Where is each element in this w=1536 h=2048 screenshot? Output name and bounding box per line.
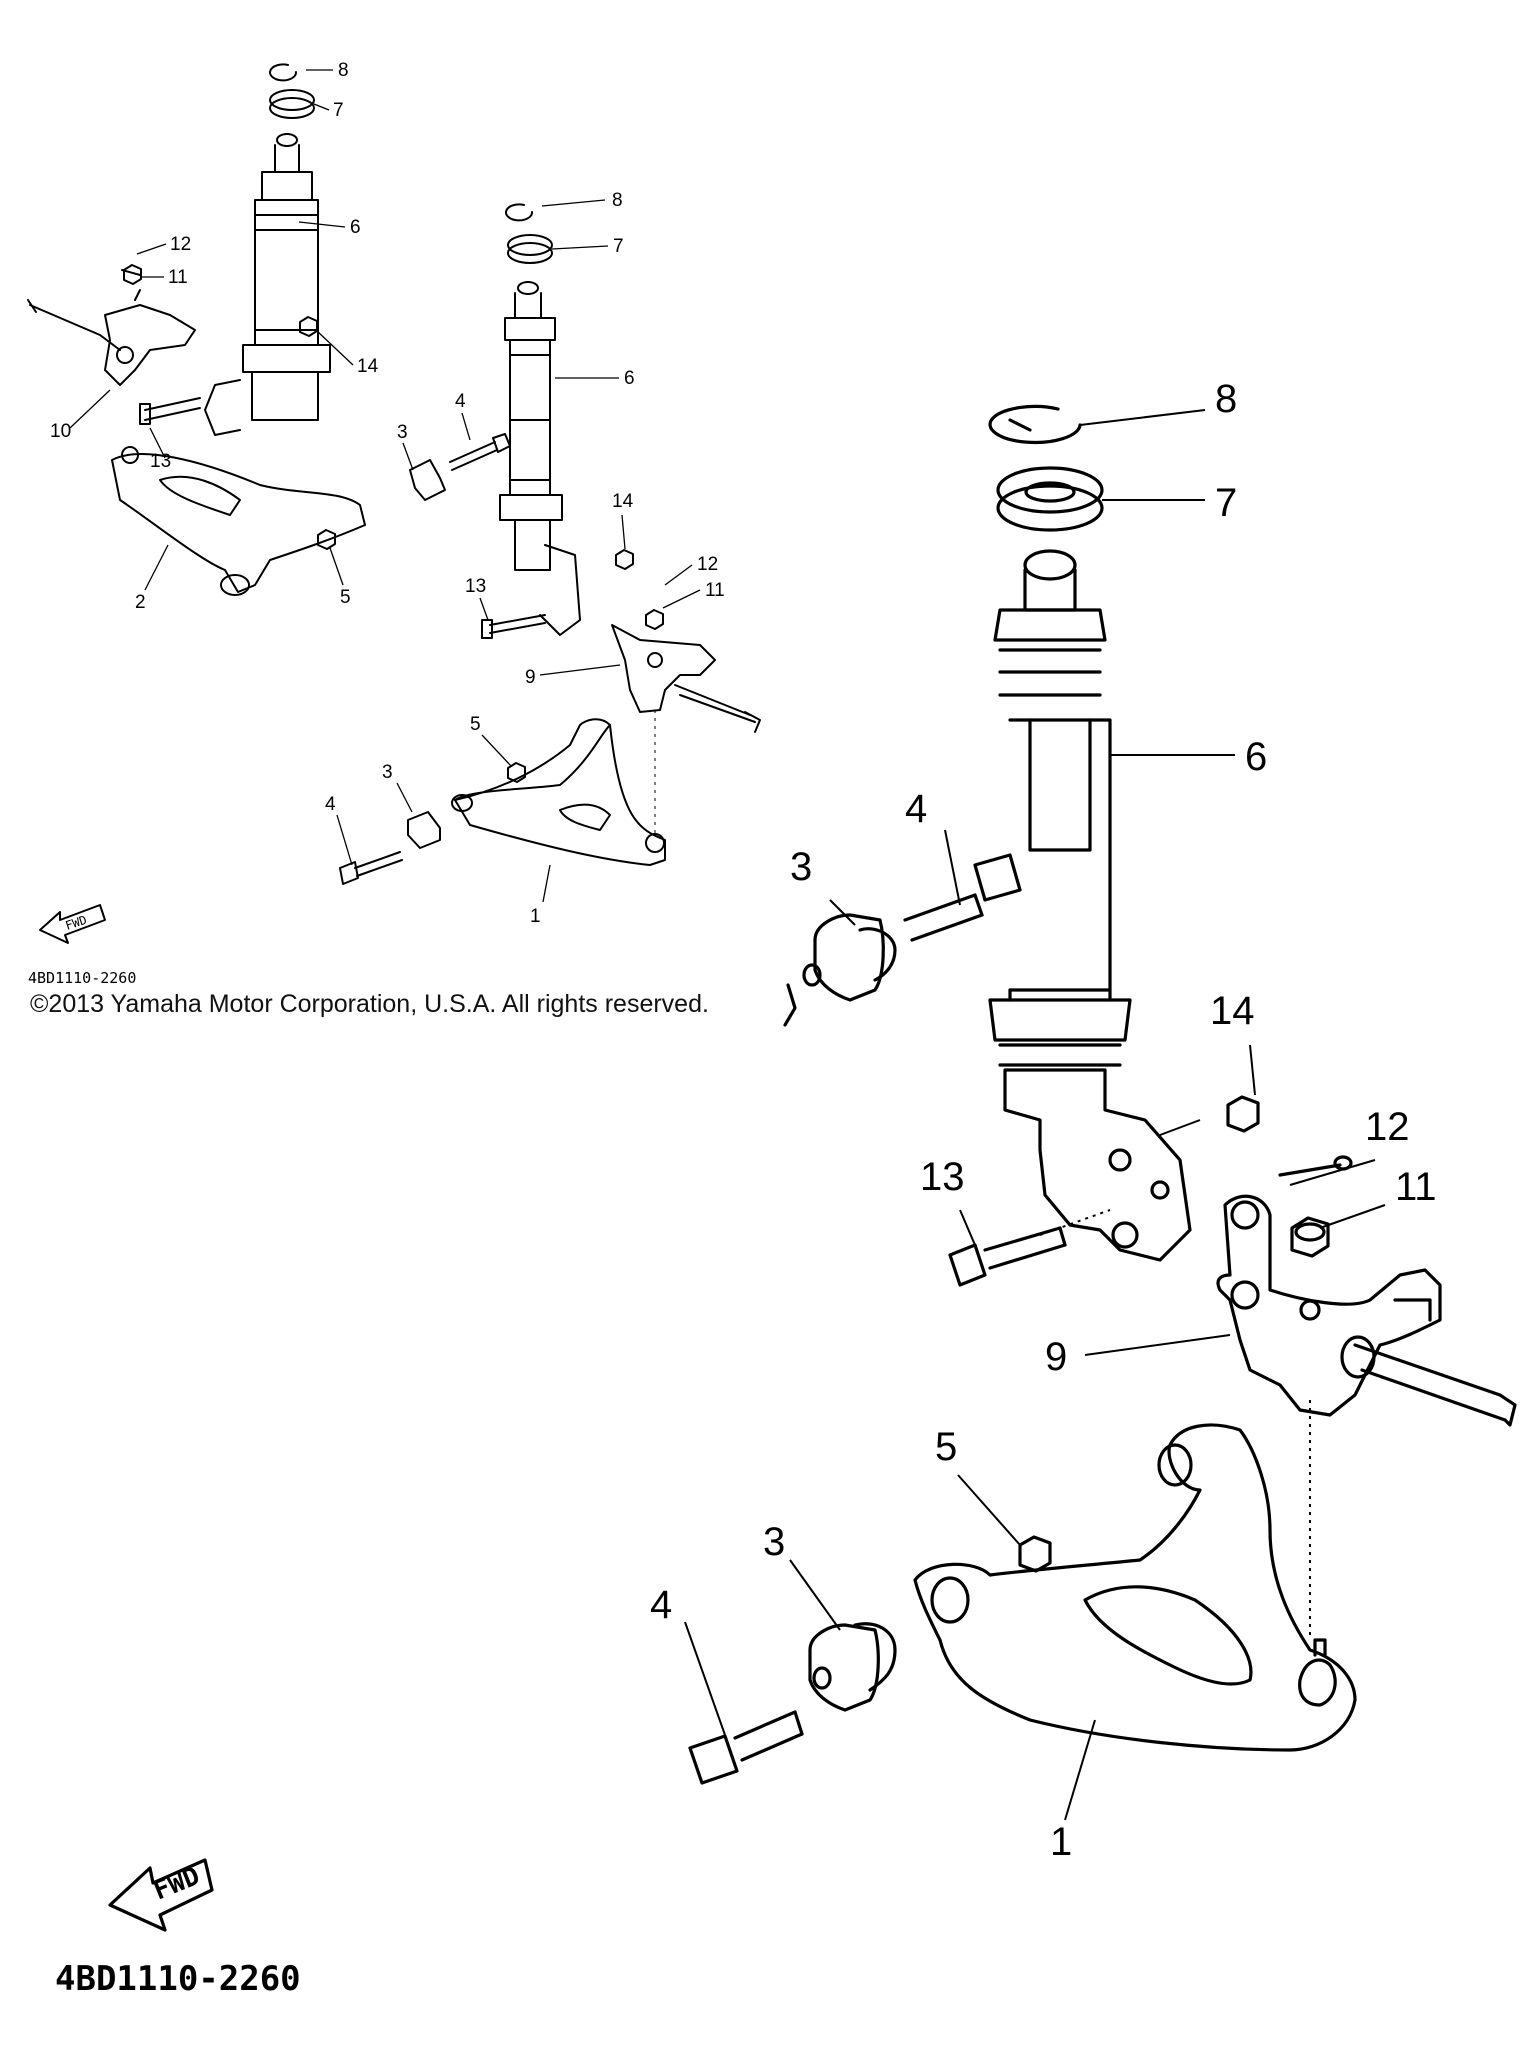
large-callout-7: 7 xyxy=(1215,481,1237,525)
small-right-knuckle xyxy=(611,624,761,733)
small-callout-7-left: 7 xyxy=(333,100,344,121)
large-bolt-4-upper xyxy=(903,853,1022,942)
large-callout-3-lower: 3 xyxy=(763,1520,785,1564)
small-callout-13-right: 13 xyxy=(465,576,486,597)
large-bolt-4-lower xyxy=(688,1710,804,1785)
large-callout-4-lower: 4 xyxy=(650,1583,672,1627)
large-fwd-label: FWD xyxy=(149,1861,204,1906)
small-left-bolt-13 xyxy=(139,397,201,425)
large-dash-lines xyxy=(1039,1209,1311,1640)
large-knuckle xyxy=(1216,1194,1517,1427)
small-callout-3-lower: 3 xyxy=(382,762,393,783)
large-shock-absorber xyxy=(988,549,1192,1262)
small-callout-10-left: 10 xyxy=(50,421,71,442)
large-callout-1: 1 xyxy=(1050,1820,1072,1864)
large-bushing-3-lower xyxy=(808,1622,897,1712)
large-bushing-3-upper xyxy=(783,913,897,1027)
small-left-nut-11 xyxy=(123,264,142,285)
small-left-nut-14 xyxy=(299,316,318,337)
large-lower-arm xyxy=(913,1423,1357,1752)
large-split-pin-12 xyxy=(1278,1155,1353,1177)
small-lower-bolt-4 xyxy=(339,851,403,885)
small-right-circlip xyxy=(505,203,534,222)
small-leaders xyxy=(69,69,701,903)
large-bolt-13 xyxy=(948,1226,1067,1287)
copyright-notice: ©2013 Yamaha Motor Corporation, U.S.A. A… xyxy=(30,990,709,1018)
small-lower-nut-5 xyxy=(507,762,526,783)
small-callout-4-upper: 4 xyxy=(455,391,466,412)
small-callout-1: 1 xyxy=(530,906,541,927)
large-callout-6: 6 xyxy=(1245,735,1267,779)
small-callout-6-left: 6 xyxy=(350,217,361,238)
large-callout-12: 12 xyxy=(1365,1105,1410,1149)
large-callout-4-upper: 4 xyxy=(905,787,927,831)
large-callout-11: 11 xyxy=(1395,1165,1437,1209)
large-callout-9: 9 xyxy=(1045,1335,1067,1379)
large-leaders xyxy=(684,409,1386,1821)
small-lower-arm xyxy=(451,718,666,866)
small-lower-bushing-3 xyxy=(407,811,441,849)
small-callout-8-left: 8 xyxy=(338,60,349,81)
large-callout-13: 13 xyxy=(920,1155,965,1199)
small-callout-4-lower: 4 xyxy=(325,794,336,815)
small-callout-12-left: 12 xyxy=(170,234,191,255)
small-fwd-label: FWD xyxy=(64,913,89,933)
small-right-bolt-13 xyxy=(481,614,546,639)
small-fwd-arrow: FWD xyxy=(39,904,106,944)
small-view: 8 7 6 12 11 14 10 13 4 3 2 5 8 7 6 14 12… xyxy=(27,60,761,987)
small-callout-9: 9 xyxy=(525,667,536,688)
small-right-spring-seat xyxy=(507,234,553,264)
small-nut-5-upper xyxy=(317,529,336,550)
large-callout-3-upper: 3 xyxy=(790,845,812,889)
small-callout-5-lower: 5 xyxy=(470,714,481,735)
small-callout-14-left: 14 xyxy=(357,356,379,377)
small-callout-5-upper: 5 xyxy=(340,587,351,608)
small-left-spring-seat xyxy=(269,89,315,119)
small-left-circlip xyxy=(269,63,298,82)
small-left-knuckle xyxy=(27,269,196,386)
large-diagram-code: 4BD1110-2260 xyxy=(55,1959,301,1999)
large-nut-14 xyxy=(1226,1095,1260,1133)
small-callout-2: 2 xyxy=(135,592,146,613)
large-callout-8: 8 xyxy=(1215,377,1237,421)
large-fwd-arrow: FWD xyxy=(108,1858,214,1932)
small-callout-6-right: 6 xyxy=(624,368,635,389)
small-right-nut-14 xyxy=(615,549,634,570)
small-callout-3-upper: 3 xyxy=(397,422,408,443)
small-callout-8-right: 8 xyxy=(612,190,623,211)
large-circlip xyxy=(988,404,1082,445)
large-callout-14: 14 xyxy=(1210,989,1255,1033)
large-callout-5: 5 xyxy=(935,1425,957,1469)
small-callout-11-right: 11 xyxy=(705,580,725,601)
small-bolt-4-upper xyxy=(449,433,511,471)
small-callout-12-right: 12 xyxy=(697,554,718,575)
small-callout-11-left: 11 xyxy=(168,267,188,288)
small-left-shock-absorber xyxy=(204,133,331,436)
small-callout-14-right: 14 xyxy=(612,491,634,512)
small-left-upper-arm xyxy=(111,446,366,596)
small-diagram-code: 4BD1110-2260 xyxy=(28,969,136,987)
large-spring-seat xyxy=(996,466,1104,532)
large-view: 8 7 6 4 3 14 12 13 11 9 5 3 4 1 FWD 4BD1… xyxy=(55,377,1517,1999)
small-right-shock-absorber xyxy=(499,281,581,636)
large-nut-11 xyxy=(1290,1216,1330,1258)
small-bushing-3 xyxy=(409,459,446,501)
small-callout-7-right: 7 xyxy=(613,236,624,257)
small-right-nut-11 xyxy=(645,609,664,630)
large-nut-5 xyxy=(1018,1535,1052,1573)
small-callout-13-left: 13 xyxy=(150,451,171,472)
